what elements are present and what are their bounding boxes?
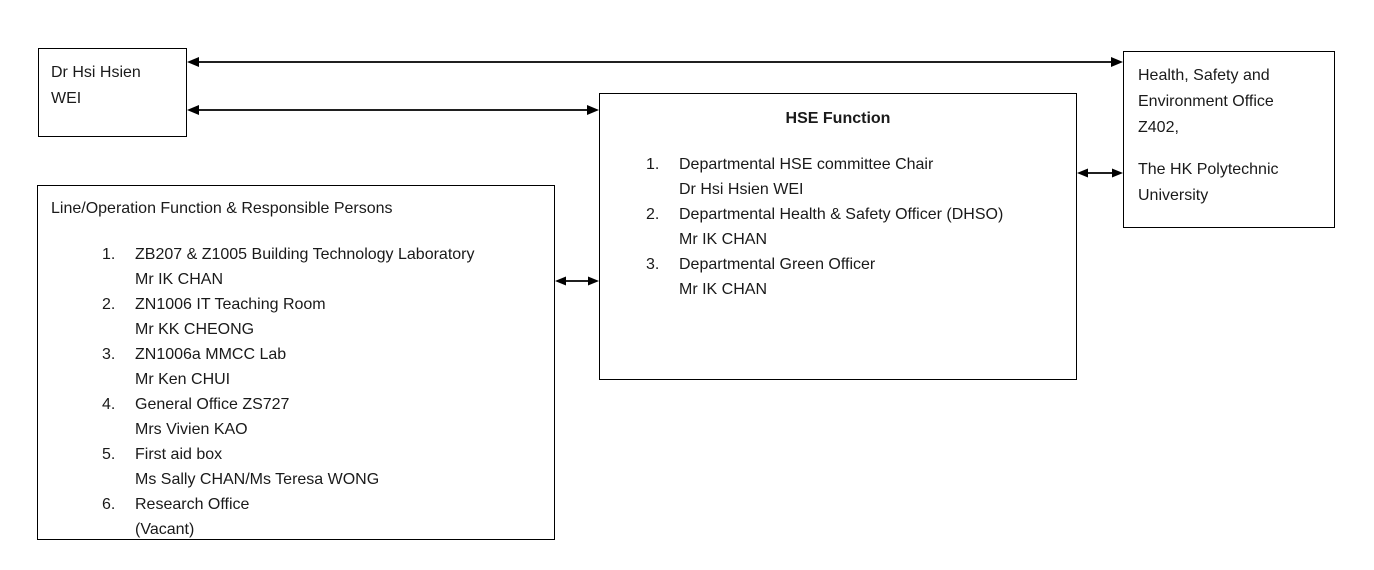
item-person: Mrs Vivien KAO bbox=[135, 421, 248, 438]
line-operation-box: Line/Operation Function & Responsible Pe… bbox=[37, 185, 555, 540]
item-person: Mr IK CHAN bbox=[679, 231, 767, 248]
item-person: (Vacant) bbox=[135, 521, 195, 538]
list-item: 1. ZB207 & Z1005 Building Technology Lab… bbox=[102, 242, 544, 292]
item-number: 3. bbox=[646, 256, 660, 273]
item-person: Mr IK CHAN bbox=[135, 271, 223, 288]
item-label: General Office ZS727 bbox=[135, 396, 290, 413]
hse-office-box: Health, Safety and Environment Office Z4… bbox=[1123, 51, 1335, 228]
item-number: 1. bbox=[646, 156, 660, 173]
item-label: First aid box bbox=[135, 446, 223, 463]
hse-function-box: HSE Function 1. Departmental HSE committ… bbox=[599, 93, 1077, 380]
hse-function-title: HSE Function bbox=[785, 110, 891, 127]
list-item: 5. First aid box Ms Sally CHAN/Ms Teresa… bbox=[102, 442, 544, 492]
item-label: ZN1006a MMCC Lab bbox=[135, 346, 287, 363]
item-person: Mr KK CHEONG bbox=[135, 321, 255, 338]
item-number: 3. bbox=[102, 346, 116, 363]
item-person: Ms Sally CHAN/Ms Teresa WONG bbox=[135, 471, 380, 488]
hse-office-university: The HK Polytechnic University bbox=[1138, 161, 1279, 204]
line-operation-title: Line/Operation Function & Responsible Pe… bbox=[51, 200, 393, 217]
list-item: 4. General Office ZS727 Mrs Vivien KAO bbox=[102, 392, 544, 442]
wei-box: Dr Hsi Hsien WEI bbox=[38, 48, 187, 137]
list-item: 3. Departmental Green Officer Mr IK CHAN bbox=[646, 252, 1066, 302]
wei-box-text: Dr Hsi Hsien WEI bbox=[51, 64, 141, 107]
item-person: Mr IK CHAN bbox=[679, 281, 767, 298]
hse-office-address: Health, Safety and Environment Office Z4… bbox=[1138, 67, 1274, 136]
double-arrow-line-to-hse-function bbox=[555, 276, 599, 286]
item-label: Departmental HSE committee Chair bbox=[679, 156, 934, 173]
list-item: 3. ZN1006a MMCC Lab Mr Ken CHUI bbox=[102, 342, 544, 392]
double-arrow-wei-to-hse-function bbox=[187, 105, 599, 115]
item-number: 2. bbox=[102, 296, 116, 313]
item-number: 4. bbox=[102, 396, 116, 413]
item-number: 6. bbox=[102, 496, 116, 513]
list-item: 2. Departmental Health & Safety Officer … bbox=[646, 202, 1066, 252]
hse-function-list: 1. Departmental HSE committee Chair Dr H… bbox=[610, 152, 1066, 302]
item-number: 5. bbox=[102, 446, 116, 463]
item-number: 2. bbox=[646, 206, 660, 223]
line-operation-list: 1. ZB207 & Z1005 Building Technology Lab… bbox=[51, 242, 544, 542]
item-label: Research Office bbox=[135, 496, 250, 513]
double-arrow-wei-to-office bbox=[187, 57, 1123, 67]
item-number: 1. bbox=[102, 246, 116, 263]
item-label: Departmental Green Officer bbox=[679, 256, 876, 273]
list-item: 1. Departmental HSE committee Chair Dr H… bbox=[646, 152, 1066, 202]
list-item: 2. ZN1006 IT Teaching Room Mr KK CHEONG bbox=[102, 292, 544, 342]
double-arrow-hse-function-to-office bbox=[1077, 168, 1123, 178]
list-item: 6. Research Office (Vacant) bbox=[102, 492, 544, 542]
item-person: Dr Hsi Hsien WEI bbox=[679, 181, 804, 198]
item-label: ZN1006 IT Teaching Room bbox=[135, 296, 326, 313]
item-person: Mr Ken CHUI bbox=[135, 371, 231, 388]
item-label: ZB207 & Z1005 Building Technology Labora… bbox=[135, 246, 475, 263]
item-label: Departmental Health & Safety Officer (DH… bbox=[679, 206, 1004, 223]
